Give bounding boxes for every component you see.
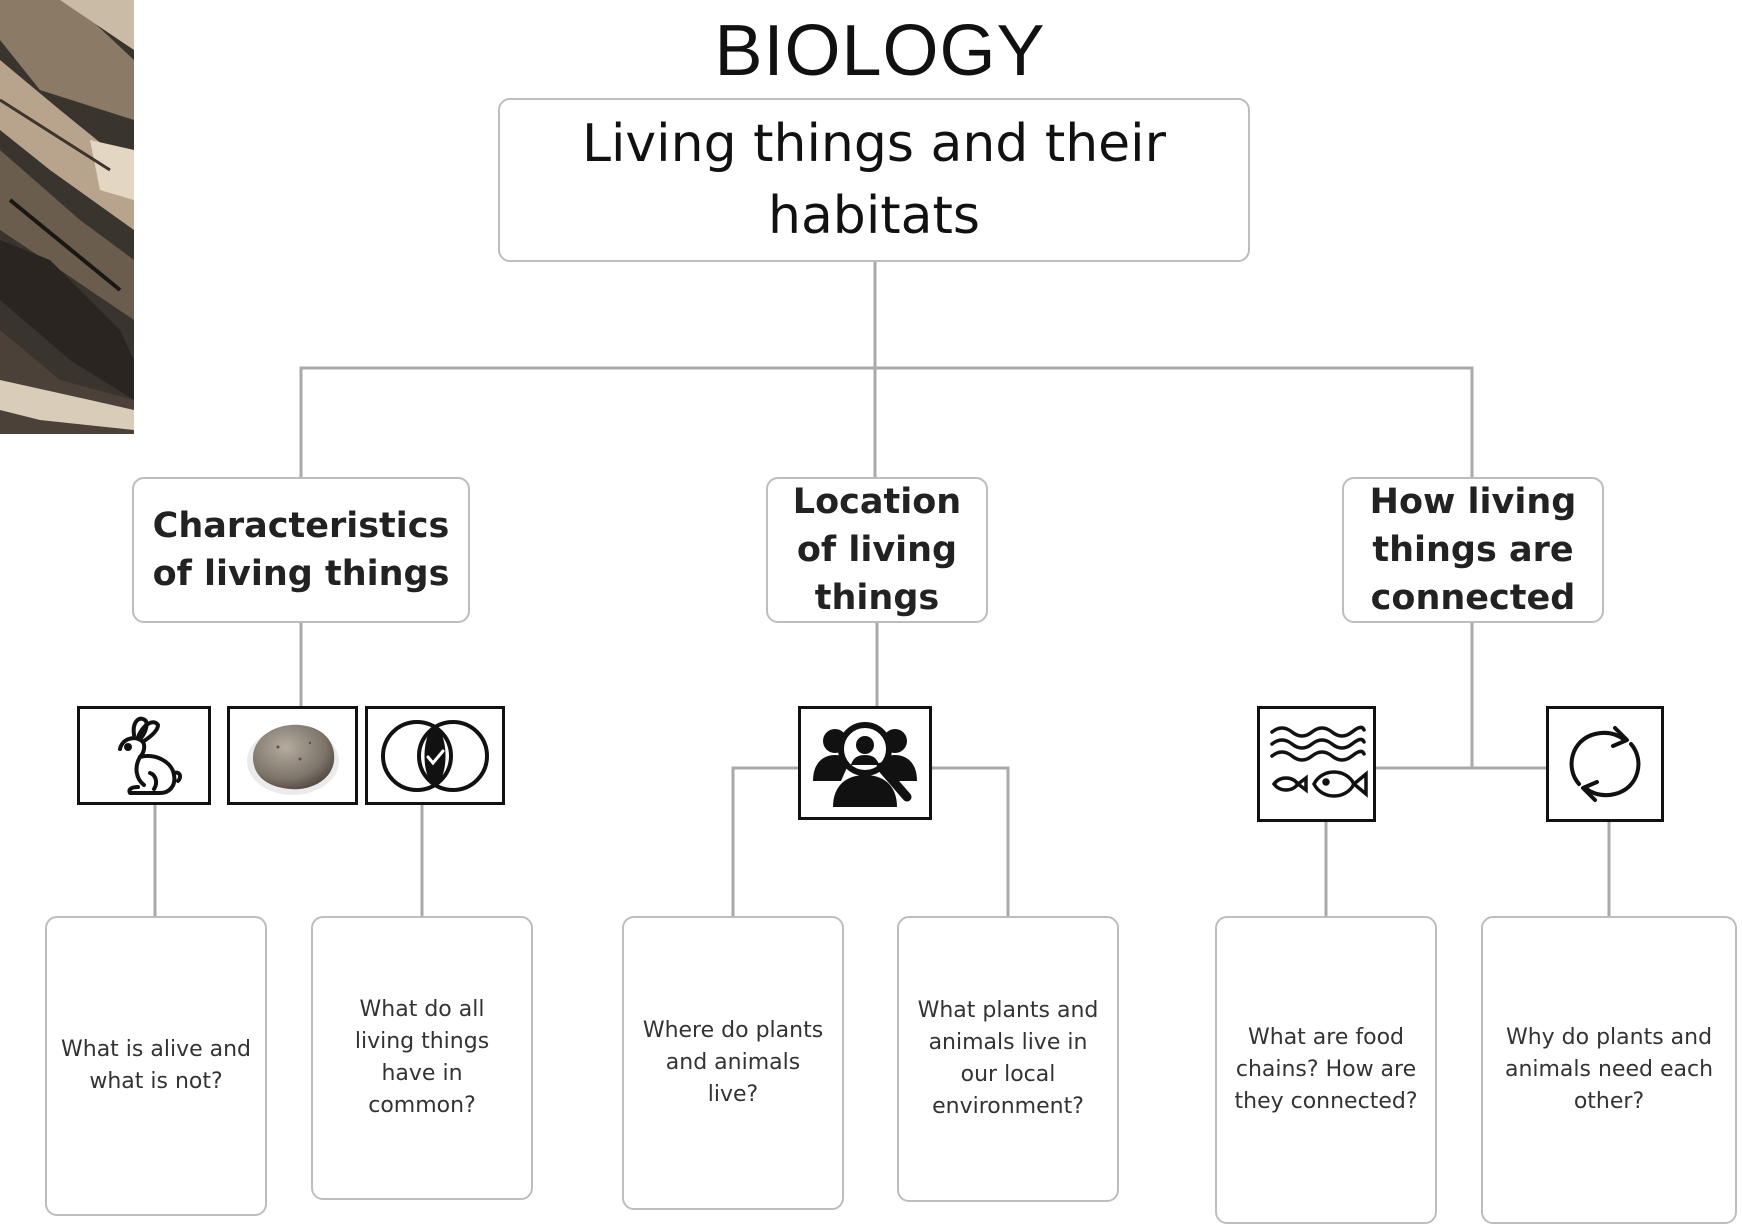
branch-characteristics: Characteristics of living things <box>132 477 470 623</box>
question-box: Where do plants and animals live? <box>622 916 844 1210</box>
venn-check-icon <box>365 706 505 805</box>
diagram-title: BIOLOGY <box>714 11 1046 91</box>
root-topic-box: Living things and their habitats <box>498 98 1250 262</box>
cycle-arrows-icon <box>1546 706 1664 822</box>
rabbit-icon <box>77 706 211 805</box>
question-box: What plants and animals live in our loca… <box>897 916 1119 1202</box>
question-box: What are food chains? How are they conne… <box>1215 916 1437 1224</box>
branch-location: Location of living things <box>766 477 988 623</box>
question-box: Why do plants and animals need each othe… <box>1481 916 1737 1224</box>
pebble-icon <box>227 706 358 805</box>
question-box: What is alive and what is not? <box>45 916 267 1216</box>
water-fish-icon <box>1257 706 1376 822</box>
branch-connected: How living things are connected <box>1342 477 1604 623</box>
question-box: What do all living things have in common… <box>311 916 533 1200</box>
bark-photo <box>0 0 134 434</box>
people-magnifier-icon <box>798 706 932 820</box>
